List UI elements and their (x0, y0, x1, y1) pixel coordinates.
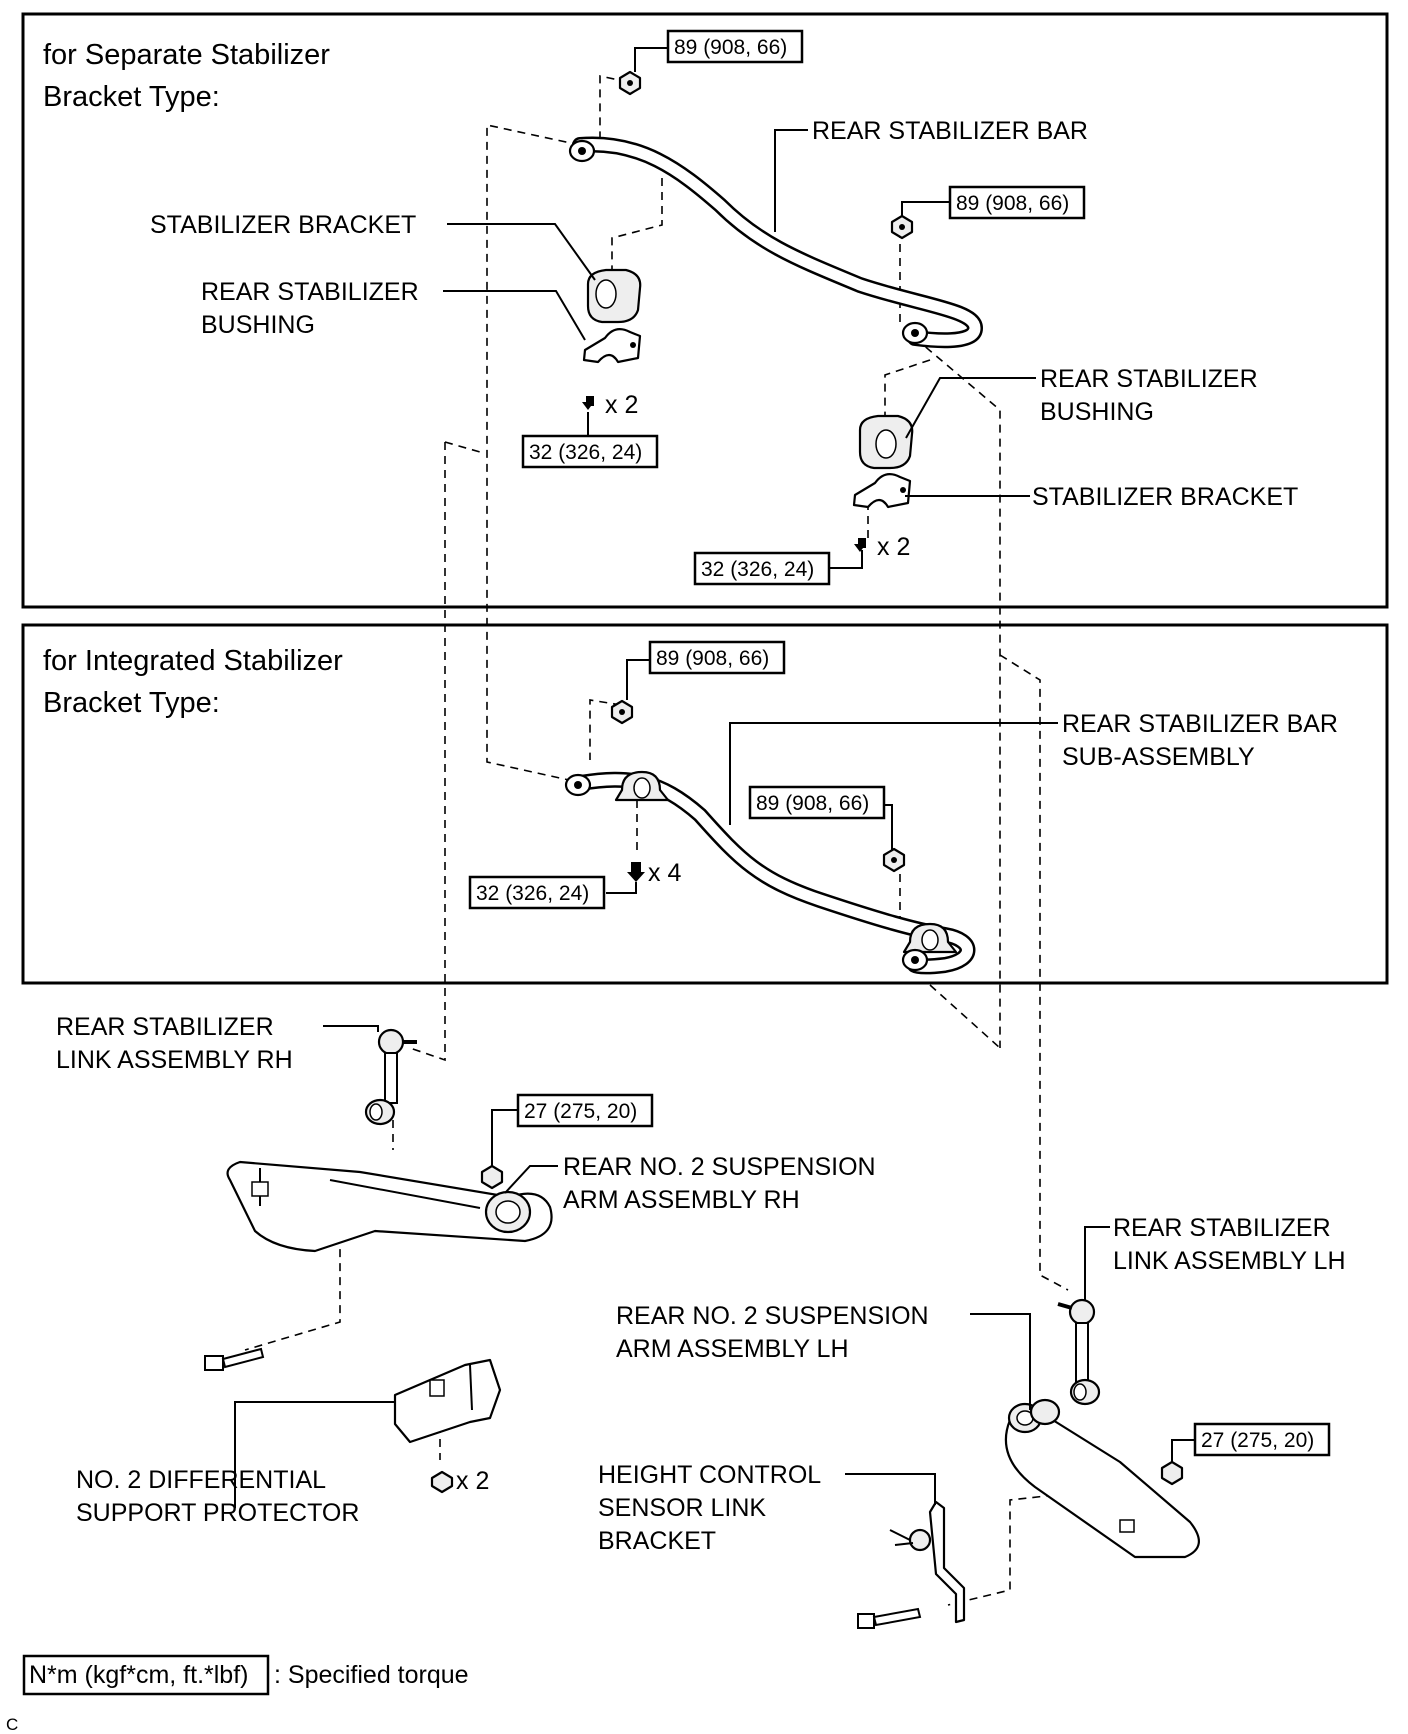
torque-box: 89 (908, 66) (748, 785, 886, 820)
torque-value: 32 (326, 24) (529, 441, 642, 464)
label-height-control-line3: BRACKET (598, 1527, 716, 1555)
bolt-icon (854, 538, 866, 552)
torque-value: 27 (275, 20) (1201, 1429, 1314, 1452)
label-link-rh-line1: REAR STABILIZER (56, 1013, 274, 1041)
long-bolt-icon (204, 1347, 265, 1371)
label-arm-lh-line1: REAR NO. 2 SUSPENSION (616, 1302, 929, 1330)
label-bushing-left-line1: REAR STABILIZER (201, 278, 419, 306)
rear-stabilizer-link-assembly-lh (1057, 1298, 1101, 1406)
torque-value: 27 (275, 20) (524, 1100, 637, 1123)
label-protector-line2: SUPPORT PROTECTOR (76, 1499, 359, 1527)
label-bushing-right-line1: REAR STABILIZER (1040, 365, 1258, 393)
nut-icon (890, 214, 914, 240)
rear-stabilizer-bushing-icon (586, 268, 642, 324)
nut-icon (618, 70, 642, 96)
separate-bracket-section-frame (21, 12, 1389, 609)
rear-no2-suspension-arm-lh (1004, 1398, 1200, 1559)
height-control-sensor-link-bracket (889, 1500, 966, 1624)
integrated-bracket-section-frame (21, 623, 1389, 985)
nut-icon (430, 1470, 454, 1494)
label-protector-line1: NO. 2 DIFFERENTIAL (76, 1466, 326, 1494)
nut-icon (882, 847, 906, 873)
torque-box: 89 (908, 66) (948, 185, 1086, 220)
separate-section-title-line1: for Separate Stabilizer (43, 39, 330, 71)
rear-no2-suspension-arm-rh (226, 1160, 553, 1253)
integrated-section-title-line1: for Integrated Stabilizer (43, 645, 343, 677)
quantity-mark: x 2 (456, 1467, 489, 1495)
quantity-mark: x 2 (605, 391, 638, 419)
label-bar-sub-assembly-line2: SUB-ASSEMBLY (1062, 743, 1255, 771)
integrated-section-title-line2: Bracket Type: (43, 687, 220, 719)
bolt-icon (627, 862, 645, 882)
torque-box: 89 (908, 66) (666, 29, 804, 64)
rear-stabilizer-bar-sub-assembly (564, 770, 976, 975)
rear-stabilizer-bar (568, 136, 984, 349)
rear-stabilizer-bushing-icon (858, 414, 914, 470)
legend: N*m (kgf*cm, ft.*lbf) : Specified torque (22, 1654, 469, 1696)
stabilizer-bracket-icon (852, 472, 912, 509)
legend-unit: N*m (kgf*cm, ft.*lbf) (29, 1661, 248, 1689)
label-stabilizer-bracket-left: STABILIZER BRACKET (150, 211, 416, 239)
label-arm-rh-line1: REAR NO. 2 SUSPENSION (563, 1153, 876, 1181)
leader-lines (234, 47, 1195, 1508)
torque-value: 89 (908, 66) (674, 36, 787, 59)
long-bolt-icon (857, 1607, 922, 1629)
label-link-rh-line2: LINK ASSEMBLY RH (56, 1046, 293, 1074)
quantity-mark: x 2 (877, 533, 910, 561)
no2-differential-support-protector (393, 1358, 502, 1444)
label-arm-lh-line2: ARM ASSEMBLY LH (616, 1335, 849, 1363)
corner-mark: C (6, 1715, 18, 1734)
label-height-control-line2: SENSOR LINK (598, 1494, 766, 1522)
torque-value: 32 (326, 24) (476, 882, 589, 905)
legend-text: : Specified torque (274, 1661, 469, 1689)
label-arm-rh-line2: ARM ASSEMBLY RH (563, 1186, 800, 1214)
label-link-lh-line2: LINK ASSEMBLY LH (1113, 1247, 1346, 1275)
nut-icon (480, 1164, 504, 1190)
label-stabilizer-bracket-right: STABILIZER BRACKET (1032, 483, 1298, 511)
torque-box: 89 (908, 66) (648, 640, 786, 675)
bolt-icon (582, 396, 594, 410)
torque-value: 89 (908, 66) (756, 792, 869, 815)
torque-box: 32 (326, 24) (521, 434, 659, 469)
quantity-mark: x 4 (648, 859, 681, 887)
separate-section-title-line2: Bracket Type: (43, 81, 220, 113)
nut-icon (610, 699, 634, 725)
stabilizer-bracket-icon (582, 327, 642, 364)
label-height-control-line1: HEIGHT CONTROL (598, 1461, 821, 1489)
torque-box: 32 (326, 24) (693, 551, 831, 586)
torque-box: 32 (326, 24) (468, 875, 606, 910)
label-bushing-right-line2: BUSHING (1040, 398, 1154, 426)
label-bar-sub-assembly-line1: REAR STABILIZER BAR (1062, 710, 1338, 738)
torque-value: 89 (908, 66) (656, 647, 769, 670)
nut-icon (1160, 1460, 1184, 1486)
label-rear-stabilizer-bar: REAR STABILIZER BAR (812, 117, 1088, 145)
torque-box: 27 (275, 20) (1193, 1422, 1331, 1457)
label-link-lh-line1: REAR STABILIZER (1113, 1214, 1331, 1242)
label-bushing-left-line2: BUSHING (201, 311, 315, 339)
torque-value: 32 (326, 24) (701, 558, 814, 581)
torque-box: 27 (275, 20) (516, 1093, 654, 1128)
rear-stabilizer-link-assembly-rh (364, 1028, 417, 1126)
torque-value: 89 (908, 66) (956, 192, 1069, 215)
